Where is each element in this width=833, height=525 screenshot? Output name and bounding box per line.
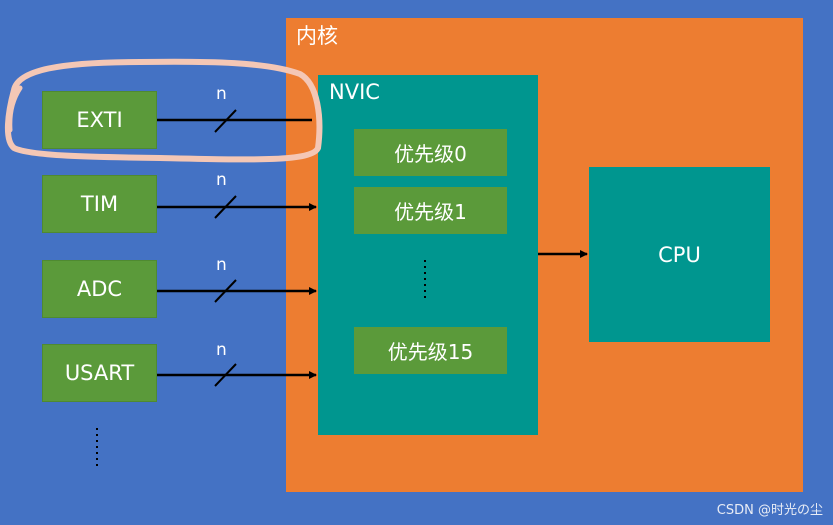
priority-1-box: 优先级1 <box>354 187 507 234</box>
bus-width-label-exti: n <box>216 84 227 104</box>
cpu-block: CPU <box>589 167 770 342</box>
bus-width-label-tim: n <box>216 170 227 190</box>
bus-width-label-usart: n <box>216 340 227 360</box>
tim-bus-arrow <box>157 195 317 219</box>
adc-bus-arrow <box>157 279 317 303</box>
highlight-stroke-overlap <box>7 85 23 133</box>
source-tim: TIM <box>42 175 157 233</box>
exti-bus-line <box>157 109 312 133</box>
bus-width-label-adc: n <box>216 255 227 275</box>
core-title: 内核 <box>296 24 338 48</box>
source-exti: EXTI <box>42 91 157 149</box>
watermark: CSDN @时光の尘 <box>716 503 823 518</box>
exti-highlight-circle <box>5 58 323 163</box>
usart-bus-arrow <box>157 363 317 387</box>
nvic-title: NVIC <box>329 80 380 104</box>
source-adc: ADC <box>42 260 157 318</box>
priority-15-box: 优先级15 <box>354 327 507 374</box>
source-usart: USART <box>42 344 157 402</box>
priority-0-box: 优先级0 <box>354 129 507 176</box>
